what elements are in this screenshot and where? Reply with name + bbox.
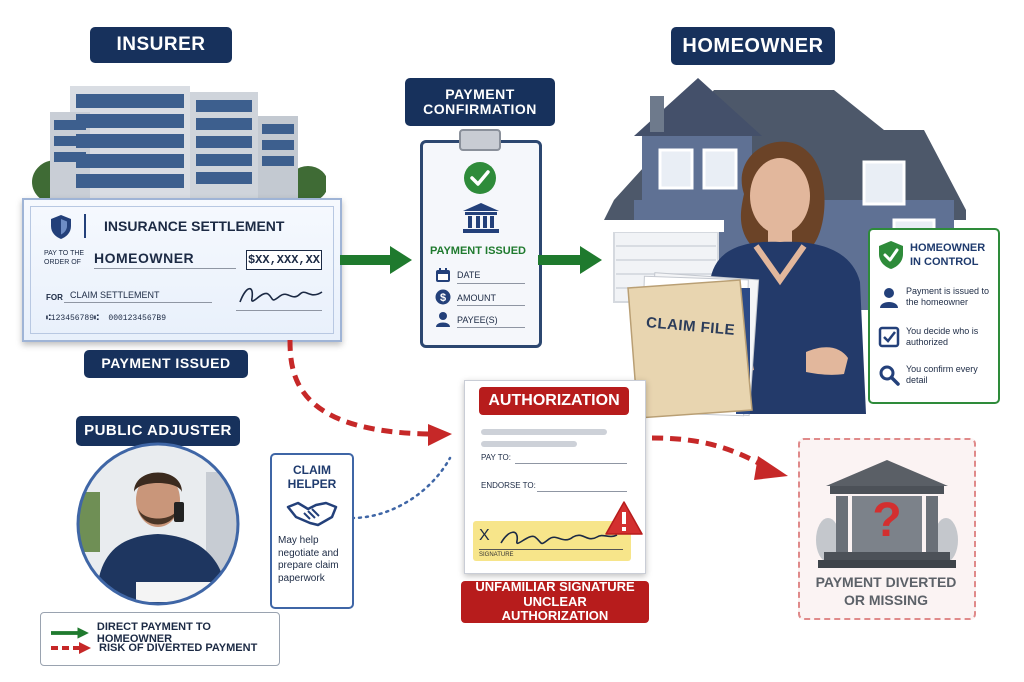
legend-label: RISK OF DIVERTED PAYMENT: [99, 642, 258, 654]
control-item-text: Payment is issued to the homeowner: [906, 286, 990, 308]
unfamiliar-signature-scribble: [500, 531, 618, 545]
signature-label: SIGNATURE: [479, 552, 514, 558]
person-icon: [880, 288, 898, 308]
clipboard-clip: [459, 129, 501, 151]
date-line: [457, 283, 525, 284]
legend-item-diverted: RISK OF DIVERTED PAYMENT: [51, 642, 257, 654]
amount-box: $XX,XXX,XX: [246, 250, 322, 270]
authorization-title: AUTHORIZATION: [479, 387, 629, 415]
public-adjuster-portrait: [76, 442, 240, 606]
shield-icon: [51, 215, 71, 239]
check-title: INSURANCE SETTLEMENT: [104, 218, 285, 234]
confirmation-field-amount: AMOUNT: [457, 293, 496, 303]
legend: DIRECT PAYMENT TO HOMEOWNER RISK OF DIVE…: [40, 612, 280, 666]
control-item-confirm: You confirm every detail: [878, 364, 990, 387]
memo-line: [64, 302, 212, 303]
checkbox-icon: [878, 326, 900, 348]
homeowner-title: HOMEOWNER: [671, 27, 835, 65]
handshake-icon: [286, 501, 338, 527]
homeowner-in-control-panel: HOMEOWNER IN CONTROL Payment is issued t…: [868, 228, 1000, 404]
direct-payment-arrow-2: [538, 246, 602, 274]
payment-diverted-panel: ? PAYMENT DIVERTED OR MISSING: [798, 438, 976, 620]
person-icon: [436, 312, 450, 327]
signature-line: [236, 310, 322, 311]
pay-to-line: [515, 463, 627, 464]
shield-check-icon: [879, 241, 903, 269]
public-adjuster-title: PUBLIC ADJUSTER: [76, 416, 240, 446]
pay-to-label: PAY TO THE ORDER OF: [44, 250, 85, 267]
claim-helper-text: May help negotiate and prepare claim pap…: [278, 535, 339, 584]
bank-icon: [463, 203, 499, 233]
payment-confirmation-clipboard: PAYMENT ISSUED DATE $ AMOUNT PAYEE(S): [420, 129, 542, 348]
svg-text:$: $: [440, 292, 446, 304]
solid-arrow-swatch: [51, 627, 89, 639]
authorization-form: AUTHORIZATION PAY TO: ENDORSE TO: X SIGN…: [464, 380, 646, 574]
signature-field: [473, 521, 631, 561]
payment-diverted-text: PAYMENT DIVERTED OR MISSING: [815, 574, 957, 608]
claim-helper-title: CLAIM HELPER: [287, 463, 337, 492]
control-item-text: You confirm every detail: [906, 364, 978, 386]
payee-value: HOMEOWNER: [94, 250, 195, 266]
endorse-line: [537, 491, 627, 492]
confirmation-status: PAYMENT ISSUED: [430, 245, 526, 257]
claim-helper-card: CLAIM HELPER May help negotiate and prep…: [270, 453, 354, 609]
legend-item-direct: DIRECT PAYMENT TO HOMEOWNER: [51, 621, 279, 645]
payees-line: [457, 327, 525, 328]
diverted-payment-arrow-2: [651, 435, 788, 480]
micr-line: ⑆123456789⑆ 0001234567B9: [46, 314, 167, 323]
checkmark-circle-icon: [464, 162, 496, 194]
warning-triangle-icon: [605, 501, 643, 535]
payment-confirmation-title: PAYMENT CONFIRMATION: [405, 78, 555, 126]
amount-line: [457, 305, 525, 306]
payee-line: [94, 268, 236, 269]
form-text-bar: [481, 441, 577, 447]
for-label: FOR: [46, 293, 63, 302]
signature-line: [479, 549, 623, 550]
svg-text:?: ?: [872, 494, 901, 547]
signature-scribble: [239, 287, 323, 303]
control-item-text: You decide who is authorized: [906, 326, 979, 348]
form-text-bar: [481, 429, 607, 435]
check-border: [30, 206, 334, 334]
direct-payment-arrow-1: [340, 246, 412, 274]
payment-issued-label: PAYMENT ISSUED: [84, 350, 248, 378]
magnifier-icon: [879, 365, 900, 386]
control-item-issued: Payment is issued to the homeowner: [878, 286, 990, 309]
helper-connection-dotted-line: [350, 456, 452, 520]
check-title-divider: [84, 214, 86, 238]
pay-to-label: PAY TO:: [481, 453, 511, 462]
memo-value: CLAIM SETTLEMENT: [70, 290, 160, 300]
dollar-coin-icon: $: [435, 289, 451, 305]
authorization-warning: UNFAMILIAR SIGNATURE UNCLEAR AUTHORIZATI…: [461, 579, 649, 623]
endorse-label: ENDORSE TO:: [481, 481, 536, 490]
confirmation-field-payees: PAYEE(S): [457, 315, 498, 325]
dashed-arrow-swatch: [51, 642, 91, 654]
office-building-illustration: [32, 86, 326, 200]
claim-file-folder: [627, 272, 760, 419]
bank-question-icon: ?: [816, 460, 958, 568]
legend-label: DIRECT PAYMENT TO HOMEOWNER: [96, 621, 211, 645]
confirmation-field-date: DATE: [457, 270, 481, 280]
sign-x: X: [479, 527, 490, 544]
insurer-title: INSURER: [90, 27, 232, 63]
control-title: HOMEOWNER IN CONTROL: [910, 242, 986, 268]
settlement-check: INSURANCE SETTLEMENT PAY TO THE ORDER OF…: [22, 198, 342, 342]
control-item-authorized: You decide who is authorized: [878, 326, 990, 349]
diverted-payment-arrow-1: [287, 339, 452, 446]
calendar-icon: [436, 268, 450, 282]
